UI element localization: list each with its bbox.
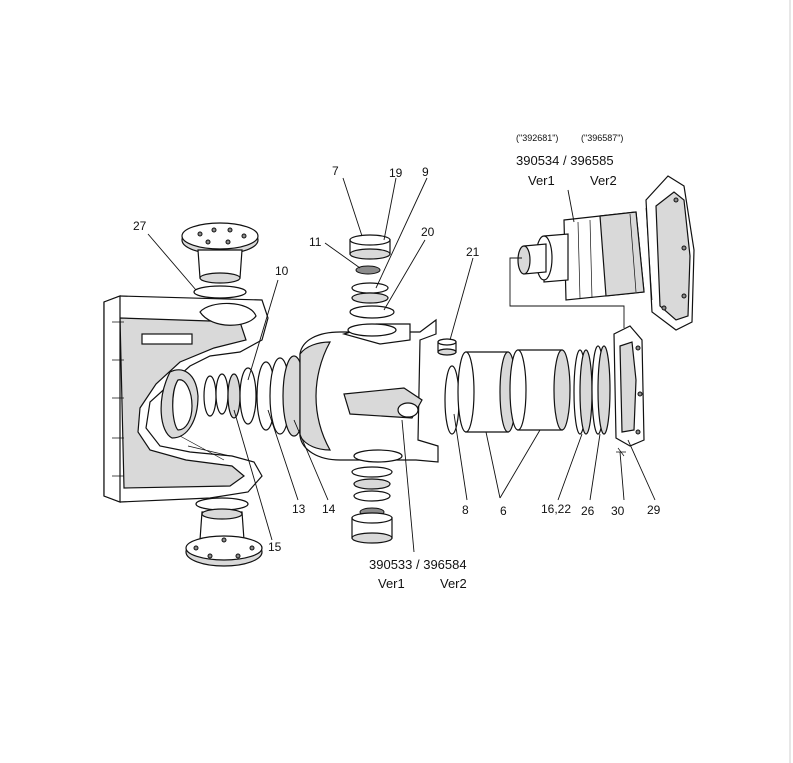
bottom-flange-cap <box>185 497 263 567</box>
pin-30 <box>616 447 626 457</box>
callout-16-22: 16,22 <box>541 502 571 516</box>
callout-27: 27 <box>133 219 147 233</box>
alt-part-number-a: ("392681") <box>516 133 558 143</box>
callout-29: 29 <box>647 503 661 517</box>
callout-8: 8 <box>462 503 469 517</box>
top-flange-cap <box>181 222 259 299</box>
callout-13: 13 <box>292 502 306 516</box>
leader-lines <box>147 177 656 553</box>
callout-19: 19 <box>389 166 403 180</box>
callout-15: 15 <box>268 540 282 554</box>
motor-assembly <box>517 175 695 331</box>
callout-6: 6 <box>500 504 507 518</box>
top-bearing-stack <box>349 234 395 319</box>
ring-8 <box>444 365 460 435</box>
callout-10: 10 <box>275 264 289 278</box>
callout-7: 7 <box>332 164 339 178</box>
bottom-bearing-stack <box>351 466 393 544</box>
seal-rings-right <box>573 345 611 435</box>
housing-ver1-label: Ver1 <box>378 576 405 591</box>
end-plate-29 <box>613 325 645 447</box>
yoke-housing <box>103 295 269 503</box>
callout-9: 9 <box>422 165 429 179</box>
seal-rings-left <box>203 355 306 437</box>
callout-20: 20 <box>421 225 435 239</box>
callout-14: 14 <box>322 502 336 516</box>
central-housing <box>299 318 439 463</box>
housing-ver2-label: Ver2 <box>440 576 467 591</box>
callout-30: 30 <box>611 504 625 518</box>
callout-26: 26 <box>581 504 595 518</box>
motor-ver2-label: Ver2 <box>590 173 617 188</box>
alt-part-number-b: ("396587") <box>581 133 623 143</box>
bushing-21 <box>437 338 457 356</box>
callout-21: 21 <box>466 245 480 259</box>
motor-part-numbers: 390534 / 396585 <box>516 153 614 168</box>
housing-part-numbers: 390533 / 396584 <box>369 557 467 572</box>
cylinder-sleeves-6 <box>457 349 571 433</box>
callout-11: 11 <box>309 235 322 249</box>
motor-leader-bracket <box>509 257 625 328</box>
motor-ver1-label: Ver1 <box>528 173 555 188</box>
